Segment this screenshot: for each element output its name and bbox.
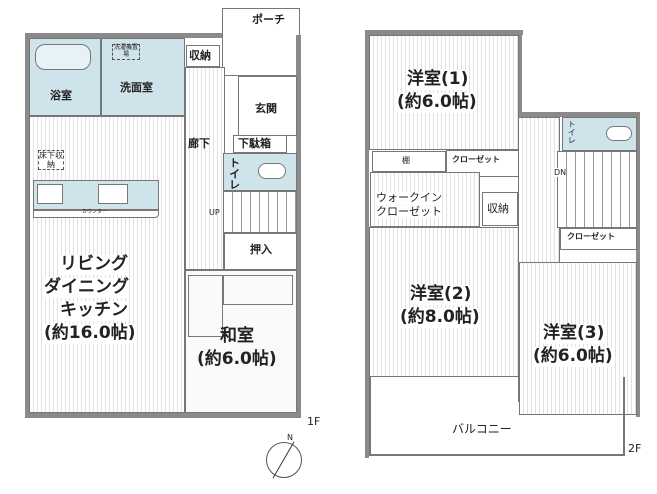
stairs-down-label: DN — [554, 168, 567, 178]
stairs-up-label: UP — [209, 208, 220, 217]
storage-label: 収納 — [189, 49, 211, 62]
closet-1-label: クローゼット — [452, 155, 500, 164]
entrance-label: 玄関 — [255, 102, 277, 115]
washroom-label: 洗面室 — [120, 81, 153, 94]
room1-label: 洋室(1) — [407, 69, 469, 90]
closet-2 — [560, 228, 637, 250]
compass: N — [266, 433, 302, 479]
storage — [186, 45, 220, 67]
stove-icon — [37, 184, 63, 204]
wall — [296, 35, 301, 418]
shoe-box-label: 下駄箱 — [238, 137, 271, 150]
closet — [223, 233, 297, 270]
ldk-label-1: リビング — [60, 254, 128, 275]
shelf — [372, 151, 446, 172]
walkin-label-1: ウォークイン — [376, 191, 442, 205]
toilet-icon — [606, 126, 632, 141]
japanese-room — [185, 270, 297, 413]
japanese-room-size: (約6.0帖) — [197, 349, 277, 369]
counter-label: カウンター — [82, 209, 108, 215]
bathtub-icon — [35, 44, 91, 70]
washroom — [101, 38, 185, 116]
wall — [25, 33, 222, 38]
counter — [33, 210, 159, 218]
storage-label: 収納 — [487, 202, 509, 215]
staircase — [557, 151, 637, 228]
ldk-label-2: ダイニング — [44, 277, 129, 298]
storage — [482, 192, 518, 226]
ldk-label-3: キッチン — [60, 300, 128, 321]
underfloor-storage: 床下収納 — [38, 150, 64, 171]
sink-icon — [98, 184, 128, 204]
toilet-icon — [258, 163, 286, 179]
wall — [518, 30, 522, 115]
western-room-1 — [369, 35, 519, 150]
compass-needle-icon — [272, 441, 295, 479]
floor-1-label: 1F — [307, 415, 321, 428]
floor-2-label: 2F — [628, 442, 642, 455]
wall — [518, 112, 640, 117]
walkin-label-2: クローゼット — [376, 205, 442, 219]
shoe-box — [233, 135, 287, 153]
room3-label: 洋室(3) — [543, 323, 605, 344]
japanese-room-label: 和室 — [220, 326, 254, 346]
shelf-label: 棚 — [402, 156, 410, 165]
wall — [636, 112, 640, 417]
tatami — [188, 275, 223, 337]
wall — [365, 30, 523, 35]
hallway — [185, 67, 225, 270]
staircase — [223, 191, 297, 233]
toilet-label: トイレ — [227, 157, 241, 190]
balcony — [369, 377, 625, 456]
washer-space: 洗濯機置場 — [112, 44, 140, 60]
porch-label: ポーチ — [252, 13, 285, 26]
toilet-label: トイレ — [567, 120, 577, 144]
room2-size: (約8.0帖) — [400, 307, 480, 328]
compass-north-label: N — [287, 433, 293, 442]
room3-size: (約6.0帖) — [533, 346, 613, 367]
room2-label: 洋室(2) — [410, 284, 472, 305]
wall — [25, 33, 29, 418]
hallway-label: 廊下 — [188, 137, 210, 150]
balcony-label: バルコニー — [452, 422, 512, 436]
bath-label: 浴室 — [50, 89, 72, 102]
wall — [365, 30, 369, 458]
wall — [25, 413, 301, 418]
closet-label: 押入 — [250, 243, 272, 256]
tatami — [223, 275, 293, 305]
room1-size: (約6.0帖) — [397, 92, 477, 113]
ldk-size: (約16.0帖) — [44, 323, 136, 344]
western-room-3 — [519, 262, 637, 415]
closet-2-label: クローゼット — [567, 232, 615, 241]
